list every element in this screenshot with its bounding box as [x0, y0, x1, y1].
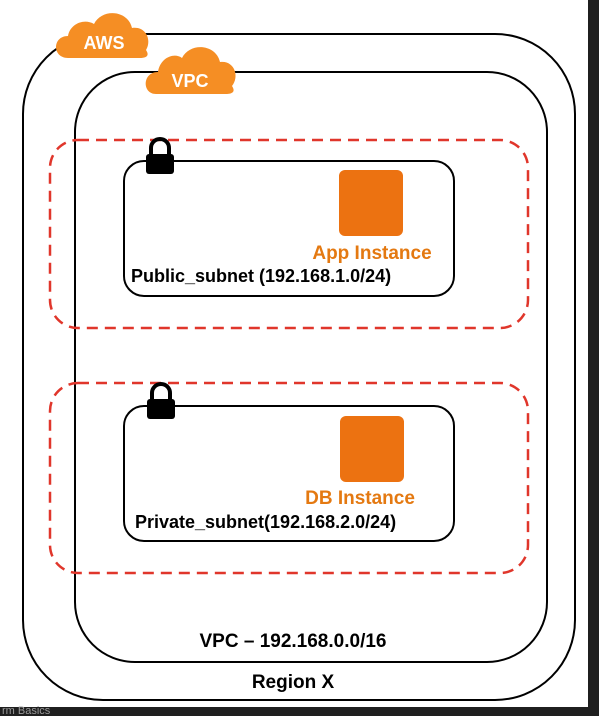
- region-label: Region X: [252, 672, 335, 693]
- vpc-cidr-label: VPC – 192.168.0.0/16: [200, 631, 387, 652]
- app-instance-label: App Instance: [312, 243, 431, 264]
- public-subnet-label: Public_subnet (192.168.1.0/24): [131, 266, 391, 286]
- private-subnet-box: [123, 405, 455, 542]
- private-subnet-label: Private_subnet(192.168.2.0/24): [135, 512, 396, 532]
- padlock-icon: [146, 137, 174, 174]
- footer-text: rm Basics: [2, 705, 51, 716]
- right-frame-edge: [588, 0, 599, 716]
- aws-region-container: [22, 33, 576, 701]
- bottom-frame-edge: [0, 707, 599, 716]
- db-instance-icon: [340, 416, 404, 482]
- aws-cloud-icon: AWS: [56, 13, 149, 59]
- vpc-cloud-icon: VPC: [145, 47, 236, 94]
- private-subnet-dashed-zone: [48, 381, 530, 575]
- public-subnet-dashed-zone: [48, 138, 530, 330]
- app-instance-icon: [339, 170, 403, 236]
- vpc-badge-label: VPC: [171, 71, 208, 91]
- aws-badge-label: AWS: [83, 33, 124, 53]
- vpc-container: [74, 71, 548, 663]
- public-subnet-box: [123, 160, 455, 297]
- db-instance-label: DB Instance: [305, 488, 415, 509]
- padlock-icon: [147, 382, 175, 419]
